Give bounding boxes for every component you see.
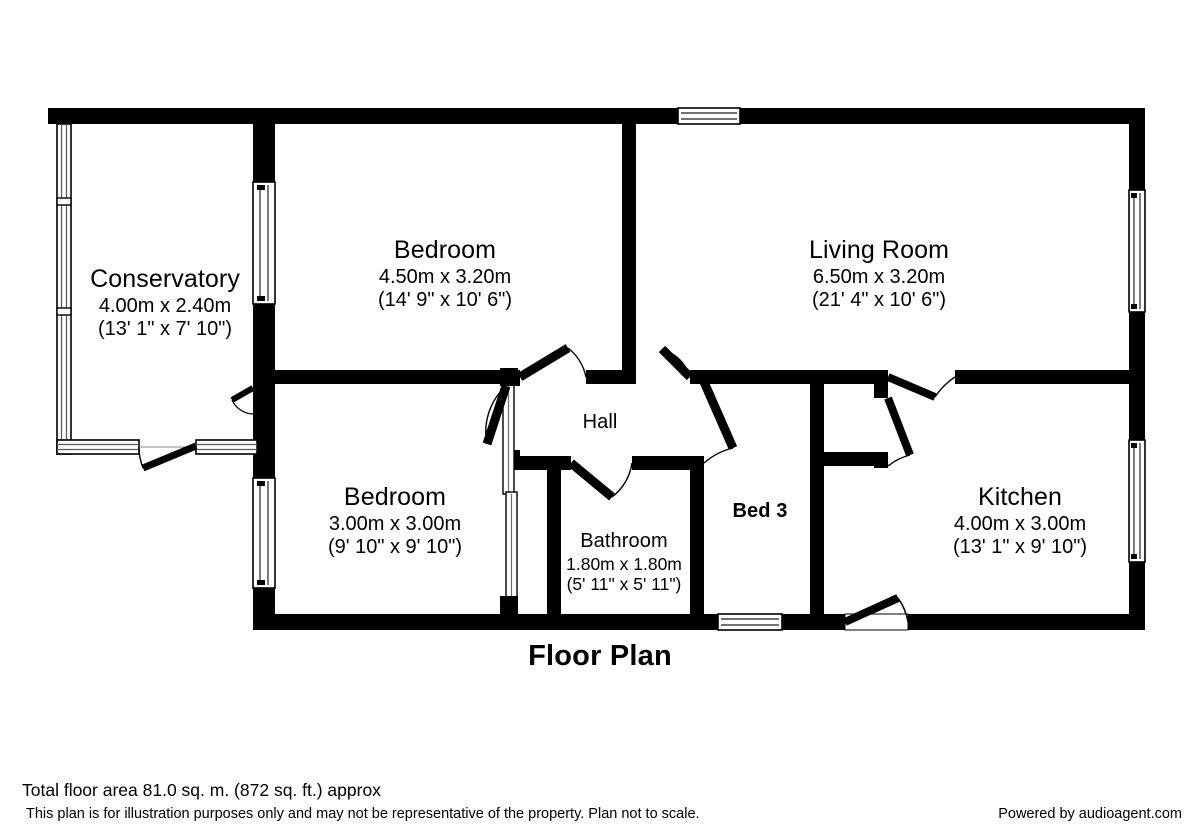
sliding-door-bedroom2 (500, 368, 518, 614)
window-kitchen-right (1128, 439, 1146, 563)
window-living-room-right (1128, 189, 1146, 313)
page-title: Floor Plan (528, 640, 672, 672)
interior-walls (275, 124, 1129, 630)
window-bed3-bottom (717, 613, 783, 631)
door-conservatory-inner (230, 385, 255, 415)
doors (843, 373, 956, 631)
disclaimer-text: This plan is for illustration purposes o… (26, 806, 700, 822)
total-floor-area: Total floor area 81.0 sq. m. (872 sq. ft… (22, 780, 381, 800)
window-bedroom1-left (252, 181, 276, 305)
hall-slanted-walls (482, 344, 738, 501)
window-living-room-top (677, 107, 741, 125)
conservatory-structure (56, 123, 258, 472)
powered-by-label: Powered by audioagent.com (998, 806, 1182, 822)
exterior-walls (48, 108, 1145, 630)
window-bedroom2-left (252, 477, 276, 589)
